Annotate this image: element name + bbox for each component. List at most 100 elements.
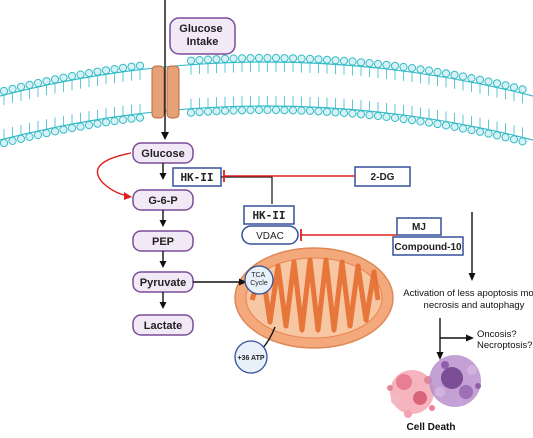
membrane-lipid-head — [297, 54, 306, 63]
hk2-catalysis-arrow — [96, 152, 132, 197]
membrane-lipid-head — [16, 82, 26, 92]
membrane-lipid-head — [475, 75, 485, 84]
membrane-lipid-head — [42, 77, 51, 86]
lactate-label: Lactate — [144, 320, 183, 332]
membrane-lipid-head — [518, 85, 527, 94]
membrane-lipid-head — [84, 69, 94, 78]
membrane-lipid-head — [135, 113, 145, 122]
membrane-lipid-head — [322, 55, 332, 64]
membrane-lipid-head — [458, 72, 468, 81]
membrane-lipid-head — [93, 119, 102, 128]
membrane-lipid-head — [475, 127, 485, 136]
membrane-lipid-head — [220, 106, 230, 115]
vdac-label: VDAC — [256, 231, 284, 242]
compound10-inhibitor: Compound-10 — [392, 236, 464, 256]
two-dg-label: 2-DG — [371, 172, 395, 183]
membrane-lipid-head — [407, 116, 417, 125]
pyruvate-node: Pyruvate — [132, 271, 194, 293]
membrane-lipid-head — [67, 124, 77, 133]
membrane-lipid-head — [382, 60, 391, 70]
membrane-lipid-head — [305, 54, 315, 64]
atp-label: +36 ATP — [237, 355, 264, 362]
glucose-intake-node: Glucose Intake — [169, 17, 236, 55]
membrane-lipid-head — [263, 53, 272, 63]
glucose-transporter-channel — [151, 65, 180, 119]
membrane-lipid-head — [127, 114, 136, 123]
membrane-lipid-head — [280, 54, 289, 63]
hk2-cytosolic-node: HK-II — [172, 167, 222, 187]
glucose-intake-label: Glucose Intake — [179, 23, 225, 48]
membrane-lipid-head — [203, 55, 213, 64]
membrane-lipid-head — [322, 107, 332, 116]
membrane-lipid-head — [399, 114, 408, 124]
membrane-lipid-head — [424, 66, 434, 75]
membrane-lipid-head — [76, 70, 85, 79]
membrane-lipid-head — [101, 118, 111, 127]
membrane-lipid-head — [50, 75, 60, 84]
membrane-lipid-head — [220, 54, 230, 63]
mj-label: MJ — [412, 222, 426, 233]
membrane-lipid-head — [416, 65, 425, 74]
membrane-lipid-head — [246, 54, 255, 63]
membrane-lipid-head — [212, 107, 221, 116]
membrane-lipid-head — [288, 54, 298, 63]
membrane-lipid-head — [305, 106, 315, 116]
membrane-lipid-head — [441, 69, 451, 78]
glucose-node: Glucose — [132, 142, 194, 164]
membrane-lipid-head — [42, 129, 51, 138]
membrane-lipid-head — [237, 54, 247, 63]
membrane-lipid-head — [433, 67, 442, 77]
membrane-lipid-head — [518, 137, 527, 146]
membrane-lipid-head — [382, 112, 391, 122]
membrane-lipid-head — [416, 117, 425, 126]
membrane-lipid-head — [467, 74, 476, 83]
membrane-lipid-head — [484, 77, 493, 86]
membrane-lipid-head — [365, 111, 374, 120]
membrane-lipid-head — [450, 122, 459, 132]
membrane-lipid-head — [186, 56, 196, 65]
membrane-lipid-head — [101, 66, 111, 75]
membrane-lipid-head — [8, 84, 17, 94]
membrane-lipid-head — [16, 134, 26, 143]
membrane-lipid-head — [339, 108, 349, 118]
membrane-lipid-head — [110, 65, 119, 74]
membrane-lipid-head — [271, 53, 281, 63]
membrane-lipid-head — [356, 110, 366, 119]
cell-membrane — [0, 53, 533, 148]
membrane-lipid-head — [271, 105, 281, 115]
hk2-translocation-line — [221, 176, 273, 204]
cell-death-label: Cell Death — [407, 422, 456, 433]
membrane-lipid-head — [331, 56, 340, 65]
mitochondrion — [234, 247, 394, 349]
membrane-lipid-head — [348, 109, 357, 118]
membrane-lipid-head — [263, 105, 272, 115]
membrane-lipid-head — [203, 107, 213, 116]
membrane-lipid-head — [135, 61, 145, 70]
membrane-lipid-head — [33, 78, 43, 88]
membrane-lipid-head — [509, 83, 519, 92]
membrane-lipid-head — [110, 117, 119, 126]
membrane-lipid-head — [365, 59, 374, 68]
membrane-lipid-head — [373, 59, 383, 69]
membrane-lipid-head — [509, 135, 519, 144]
necrotic-cell-pink — [387, 370, 435, 418]
membrane-lipid-head — [0, 138, 9, 148]
membrane-lipid-head — [297, 106, 306, 115]
membrane-lipid-head — [501, 81, 510, 90]
membrane-lipid-head — [118, 63, 128, 73]
membrane-lipid-head — [118, 115, 128, 125]
membrane-lipid-head — [59, 125, 68, 134]
membrane-lipid-head — [229, 106, 238, 115]
pyruvate-label: Pyruvate — [140, 277, 186, 289]
membrane-lipid-head — [76, 122, 85, 131]
pep-node: PEP — [132, 230, 194, 252]
membrane-lipid-head — [433, 119, 442, 129]
membrane-lipid-head — [50, 127, 60, 136]
membrane-lipid-head — [348, 57, 357, 66]
membrane-lipid-head — [84, 121, 94, 130]
tca-cycle-node: TCA Cycle — [244, 265, 274, 295]
compound10-label: Compound-10 — [394, 242, 462, 253]
membrane-lipid-head — [67, 72, 77, 81]
lactate-node: Lactate — [132, 314, 194, 336]
